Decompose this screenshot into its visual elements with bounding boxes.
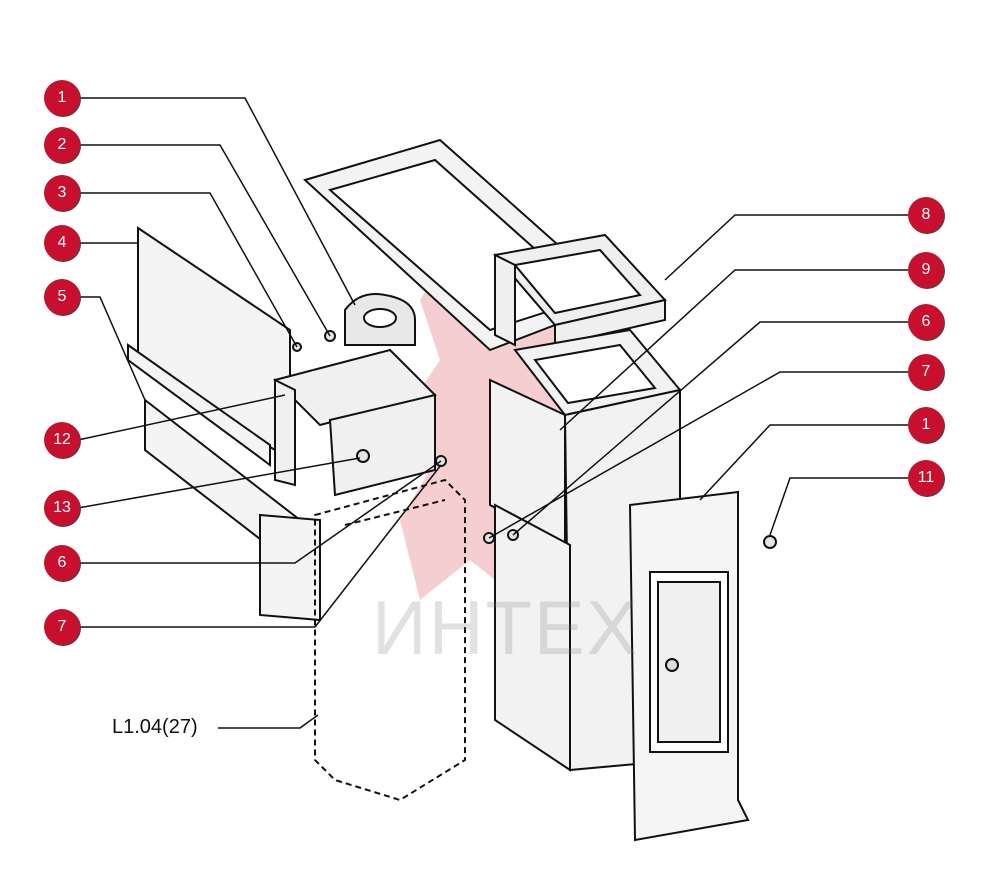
- main-housing: [489, 328, 682, 772]
- callout-11: 11: [908, 460, 944, 496]
- callout-5: 5: [44, 279, 80, 315]
- callout-6-right: 6: [908, 304, 944, 340]
- callout-1-right: 1: [908, 407, 944, 443]
- callout-9: 9: [908, 252, 944, 288]
- callout-12: 12: [44, 422, 80, 458]
- bearing-housing: [344, 293, 416, 346]
- callout-8: 8: [908, 197, 944, 233]
- callout-4: 4: [44, 225, 80, 261]
- callout-1-top: 1: [44, 80, 80, 116]
- reference-label: L1.04(27): [112, 716, 198, 738]
- watermark-text: ИНТЕХ: [372, 586, 640, 671]
- center-bracket: [273, 348, 437, 497]
- front-cover-plate: [628, 490, 750, 842]
- callout-7-left: 7: [44, 609, 80, 645]
- dashed-housing: [314, 478, 466, 802]
- upper-bracket: [493, 233, 667, 347]
- callout-13: 13: [44, 490, 80, 526]
- callout-2: 2: [44, 127, 80, 163]
- leader-lines: [77, 97, 908, 729]
- callout-7-right: 7: [908, 354, 944, 390]
- callout-6-left: 6: [44, 545, 80, 581]
- callout-3: 3: [44, 175, 80, 211]
